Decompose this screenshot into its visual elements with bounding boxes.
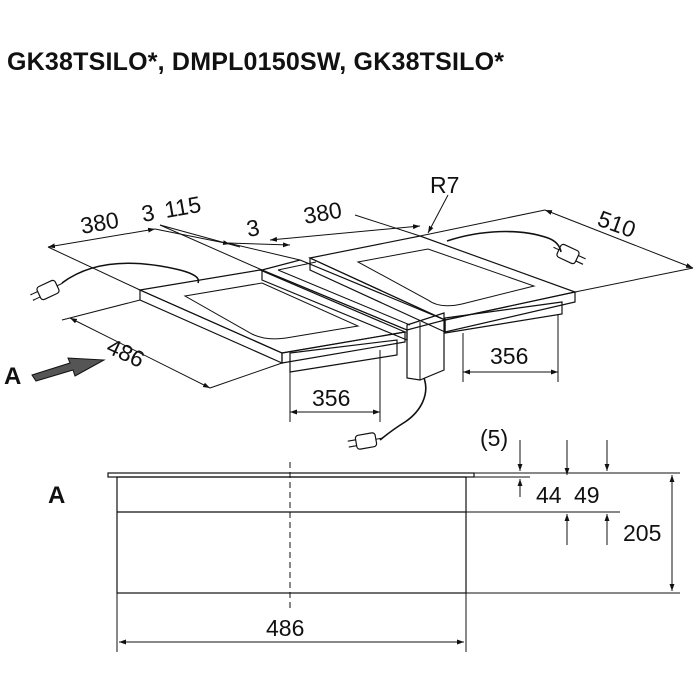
middle-module-housing — [406, 312, 445, 381]
dim-right-width: 380 — [301, 197, 343, 229]
view-arrow-icon — [31, 357, 106, 382]
section-label: A — [48, 482, 65, 509]
middle-module — [260, 259, 447, 341]
dim-left-depth: 486 — [103, 333, 149, 373]
view-arrow-label: A — [4, 363, 21, 390]
middle-cable — [379, 377, 427, 441]
right-hob — [308, 235, 578, 333]
left-plug-icon — [30, 279, 63, 301]
dim-section-h1: 44 — [536, 482, 562, 508]
dim-right-cutout: 356 — [490, 343, 528, 369]
top-dimension-chain — [47, 194, 694, 293]
dim-middle-width: 115 — [162, 191, 203, 223]
left-depth-dimension — [61, 299, 283, 389]
dim-left-cutout: 356 — [312, 385, 350, 411]
dim-radius: R7 — [430, 172, 459, 198]
right-cable — [446, 230, 562, 253]
dim-section-width: 486 — [266, 615, 304, 641]
right-plug-icon — [553, 243, 586, 265]
dim-depth: 510 — [594, 205, 639, 243]
dim-section-h2: 49 — [574, 482, 600, 508]
left-cutout-dimension — [289, 350, 381, 422]
dim-section-offset: (5) — [480, 425, 508, 451]
page-title: GK38TSILO*, DMPL0150SW, GK38TSILO* — [7, 48, 505, 76]
view-arrow: A — [4, 357, 106, 390]
dim-section-height: 205 — [623, 520, 661, 546]
dim-left-width: 380 — [78, 207, 120, 239]
dim-gap-b: 3 — [244, 214, 261, 242]
right-cutout-dimension — [462, 314, 559, 382]
left-cable — [61, 262, 200, 284]
middle-plug-icon — [347, 432, 382, 450]
dim-gap-a: 3 — [139, 199, 156, 227]
section-view: A (5) 44 49 205 486 — [48, 425, 680, 652]
left-hob — [137, 269, 408, 373]
